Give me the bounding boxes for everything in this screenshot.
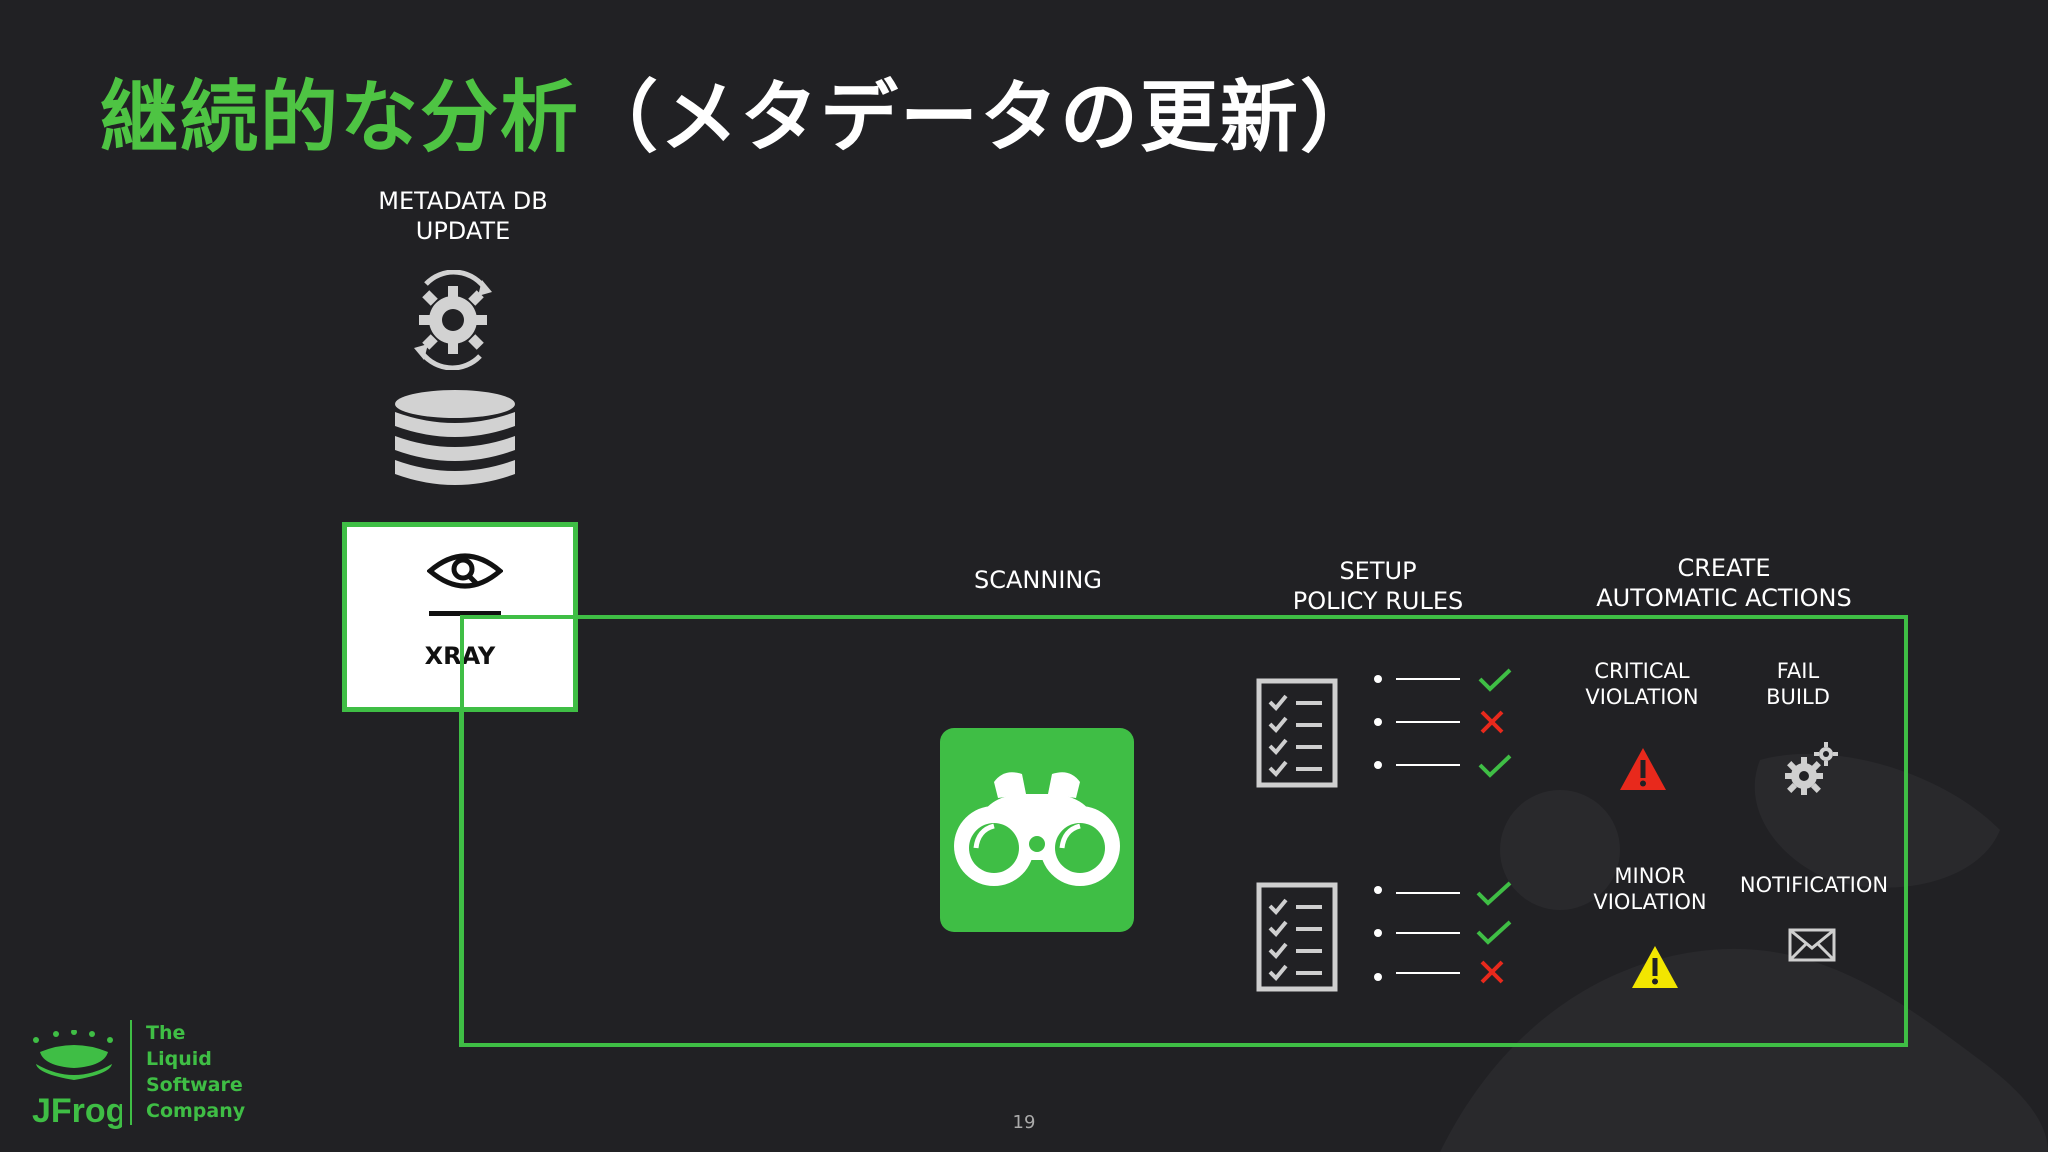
slide-title: 継続的な分析（メタデータの更新） (100, 55, 1380, 167)
tagline-line3: Software (146, 1074, 243, 1096)
fail-build-label: FAIL BUILD (1738, 658, 1858, 710)
policy-label-line1: SETUP (1339, 557, 1417, 585)
scanning-label: SCANNING (974, 566, 1102, 594)
check-icon (1478, 754, 1512, 778)
brand-separator (130, 1020, 132, 1125)
setup-policy-rules-label: SETUP POLICY RULES (1228, 556, 1528, 616)
minor-warning-icon (1632, 946, 1678, 988)
policy-label-line2: POLICY RULES (1292, 587, 1464, 615)
background-frog-watermark (1440, 753, 2048, 1152)
brand-tagline: The Liquid Software Company (146, 1020, 245, 1124)
policy-rules-group-1 (1374, 668, 1512, 778)
create-automatic-actions-label: CREATE AUTOMATIC ACTIONS (1574, 553, 1874, 613)
minor-line2: VIOLATION (1593, 890, 1707, 914)
fail-line1: FAIL (1776, 659, 1820, 683)
tagline-line4: Company (146, 1100, 246, 1122)
check-icon (1476, 920, 1512, 945)
xray-label: XRAY (424, 642, 496, 670)
metadata-label-line2: UPDATE (415, 217, 511, 245)
check-icon (1476, 881, 1512, 906)
jfrog-logo: JFrog (32, 1030, 122, 1130)
checklist-icon (1256, 678, 1338, 788)
check-icon (1478, 668, 1512, 692)
title-white-part: （メタデータの更新） (580, 73, 1381, 163)
database-icon (395, 390, 515, 485)
fail-line2: BUILD (1766, 685, 1830, 709)
metadata-db-update-label: METADATA DB UPDATE (363, 186, 563, 246)
binoculars-icon (954, 772, 1120, 886)
actions-label-line2: AUTOMATIC ACTIONS (1596, 584, 1852, 612)
tagline-line1: The (146, 1022, 186, 1044)
svg-text:JFrog: JFrog (32, 1092, 122, 1130)
policy-rules-group-2 (1374, 881, 1512, 984)
notification-label: NOTIFICATION (1739, 873, 1889, 897)
title-green-part: 継続的な分析 (100, 73, 581, 163)
eye-icon (427, 553, 503, 589)
actions-label-line1: CREATE (1677, 554, 1771, 582)
metadata-label-line1: METADATA DB (378, 187, 548, 215)
critical-line1: CRITICAL (1594, 659, 1690, 683)
gears-icon (1785, 742, 1838, 795)
process-frame (460, 615, 1908, 1047)
scanning-tile (940, 728, 1134, 932)
envelope-icon (1788, 928, 1836, 962)
critical-warning-icon (1620, 748, 1666, 790)
checklist-icon (1256, 882, 1338, 992)
gear-sync-icon (414, 270, 492, 370)
cross-icon (1480, 710, 1504, 734)
critical-line2: VIOLATION (1585, 685, 1699, 709)
critical-violation-label: CRITICAL VIOLATION (1562, 658, 1722, 710)
minor-line1: MINOR (1614, 864, 1686, 888)
page-number: 19 (1012, 1112, 1036, 1133)
minor-violation-label: MINOR VIOLATION (1570, 863, 1730, 915)
tagline-line2: Liquid (146, 1048, 212, 1070)
cross-icon (1480, 960, 1504, 984)
xray-divider (429, 611, 501, 616)
